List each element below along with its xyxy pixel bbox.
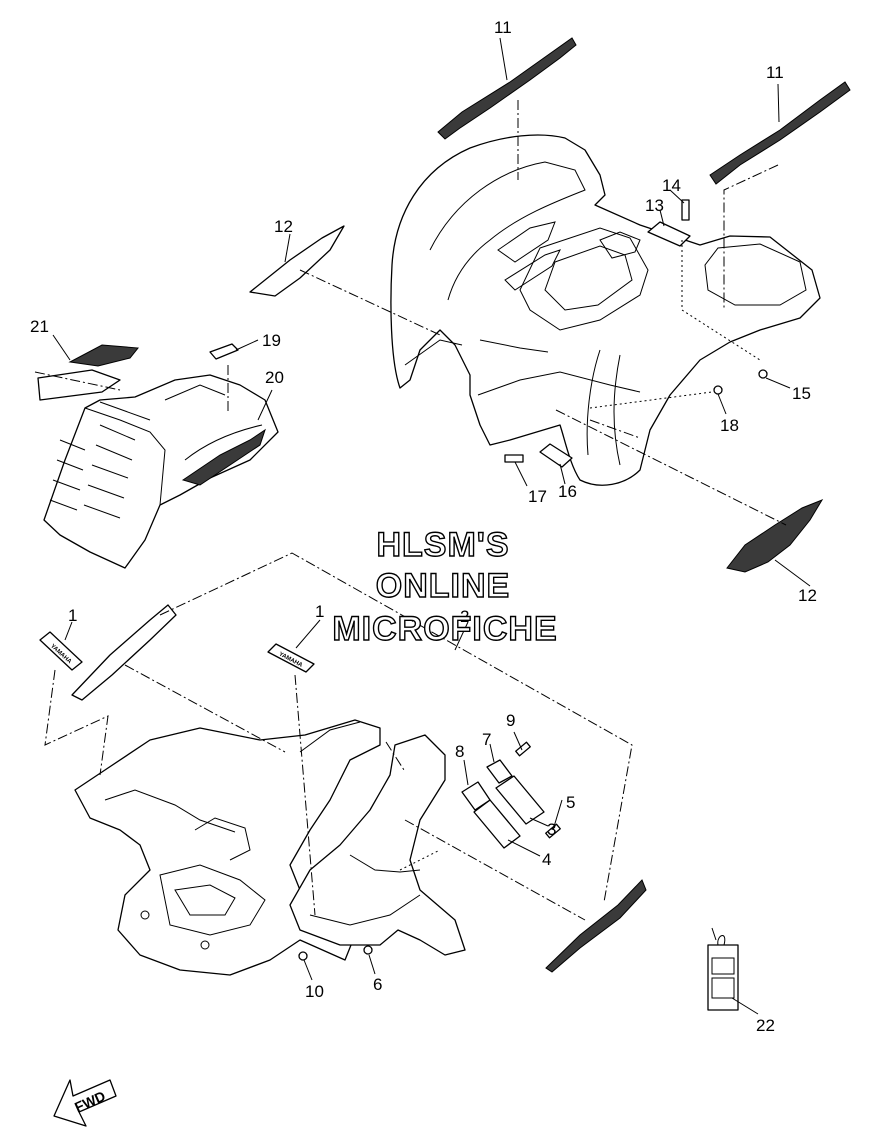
fwd-arrow: FWD — [53, 1079, 117, 1127]
callout-12a: 12 — [274, 217, 293, 236]
fender-stripe-2-left — [71, 604, 177, 701]
fwd-label: FWD — [72, 1088, 108, 1116]
plate-3 — [495, 775, 545, 825]
strip-21 — [37, 369, 121, 401]
callout-15: 15 — [792, 384, 811, 403]
clip-5 — [545, 823, 561, 839]
yamaha-decal-1b: YAMAHA — [267, 643, 315, 673]
label-19 — [209, 343, 239, 360]
nut-15 — [758, 369, 768, 379]
plate-8 — [461, 781, 491, 811]
callout-21: 21 — [30, 317, 49, 336]
callout-2: 2 — [460, 607, 469, 626]
callout-11a: 11 — [494, 18, 512, 37]
plate-7 — [486, 759, 513, 784]
assembly-lines — [34, 100, 787, 921]
front-fender — [74, 719, 466, 976]
fender-decal-12-right — [726, 498, 824, 573]
callout-13: 13 — [645, 196, 664, 215]
nut-6 — [363, 945, 373, 955]
plate-16 — [539, 443, 573, 468]
callout-11b: 11 — [766, 63, 784, 82]
callout-12b: 12 — [798, 586, 817, 605]
callout-4: 4 — [542, 850, 551, 869]
callout-10: 10 — [305, 982, 324, 1001]
watermark-line-2: ONLINE — [376, 567, 510, 605]
bracket-13 — [647, 221, 691, 247]
callout-1a: 1 — [68, 606, 77, 625]
callout-22: 22 — [756, 1016, 775, 1035]
callout-6: 6 — [373, 975, 382, 994]
part-number-labels: 11 11 12 12 13 14 15 16 17 18 19 20 21 1… — [30, 18, 817, 1035]
leader-lines — [52, 37, 811, 1015]
decal-21 — [68, 344, 139, 367]
callout-20: 20 — [265, 368, 284, 387]
callout-14: 14 — [662, 176, 681, 195]
callout-1b: 1 — [315, 602, 324, 621]
callout-3: 3 — [547, 820, 556, 839]
side-decal-11-right — [709, 81, 851, 185]
watermark: HLSM'S ONLINE MICROFICHE — [332, 525, 558, 648]
watermark-line-1: HLSM'S — [376, 526, 509, 564]
callout-16: 16 — [558, 482, 577, 501]
yamaha-decal-1a: YAMAHA — [39, 631, 83, 671]
fender-decal-12-left — [249, 225, 345, 297]
nut-10 — [298, 951, 308, 961]
callout-7: 7 — [482, 730, 491, 749]
callout-18: 18 — [720, 416, 739, 435]
callout-5: 5 — [566, 793, 575, 812]
watermark-line-3: MICROFICHE — [332, 610, 557, 648]
rear-fender — [390, 134, 821, 486]
callout-9: 9 — [506, 711, 515, 730]
callout-17: 17 — [528, 487, 547, 506]
grommet-18 — [713, 385, 723, 395]
fender-stripe-2-right — [545, 879, 647, 973]
bolt-14 — [681, 199, 690, 221]
front-cover-19-20 — [43, 374, 279, 569]
screw-17 — [504, 454, 524, 463]
clip-9 — [515, 741, 531, 757]
side-decal-11-left — [437, 37, 577, 140]
callout-8: 8 — [455, 742, 464, 761]
callout-19: 19 — [262, 331, 281, 350]
